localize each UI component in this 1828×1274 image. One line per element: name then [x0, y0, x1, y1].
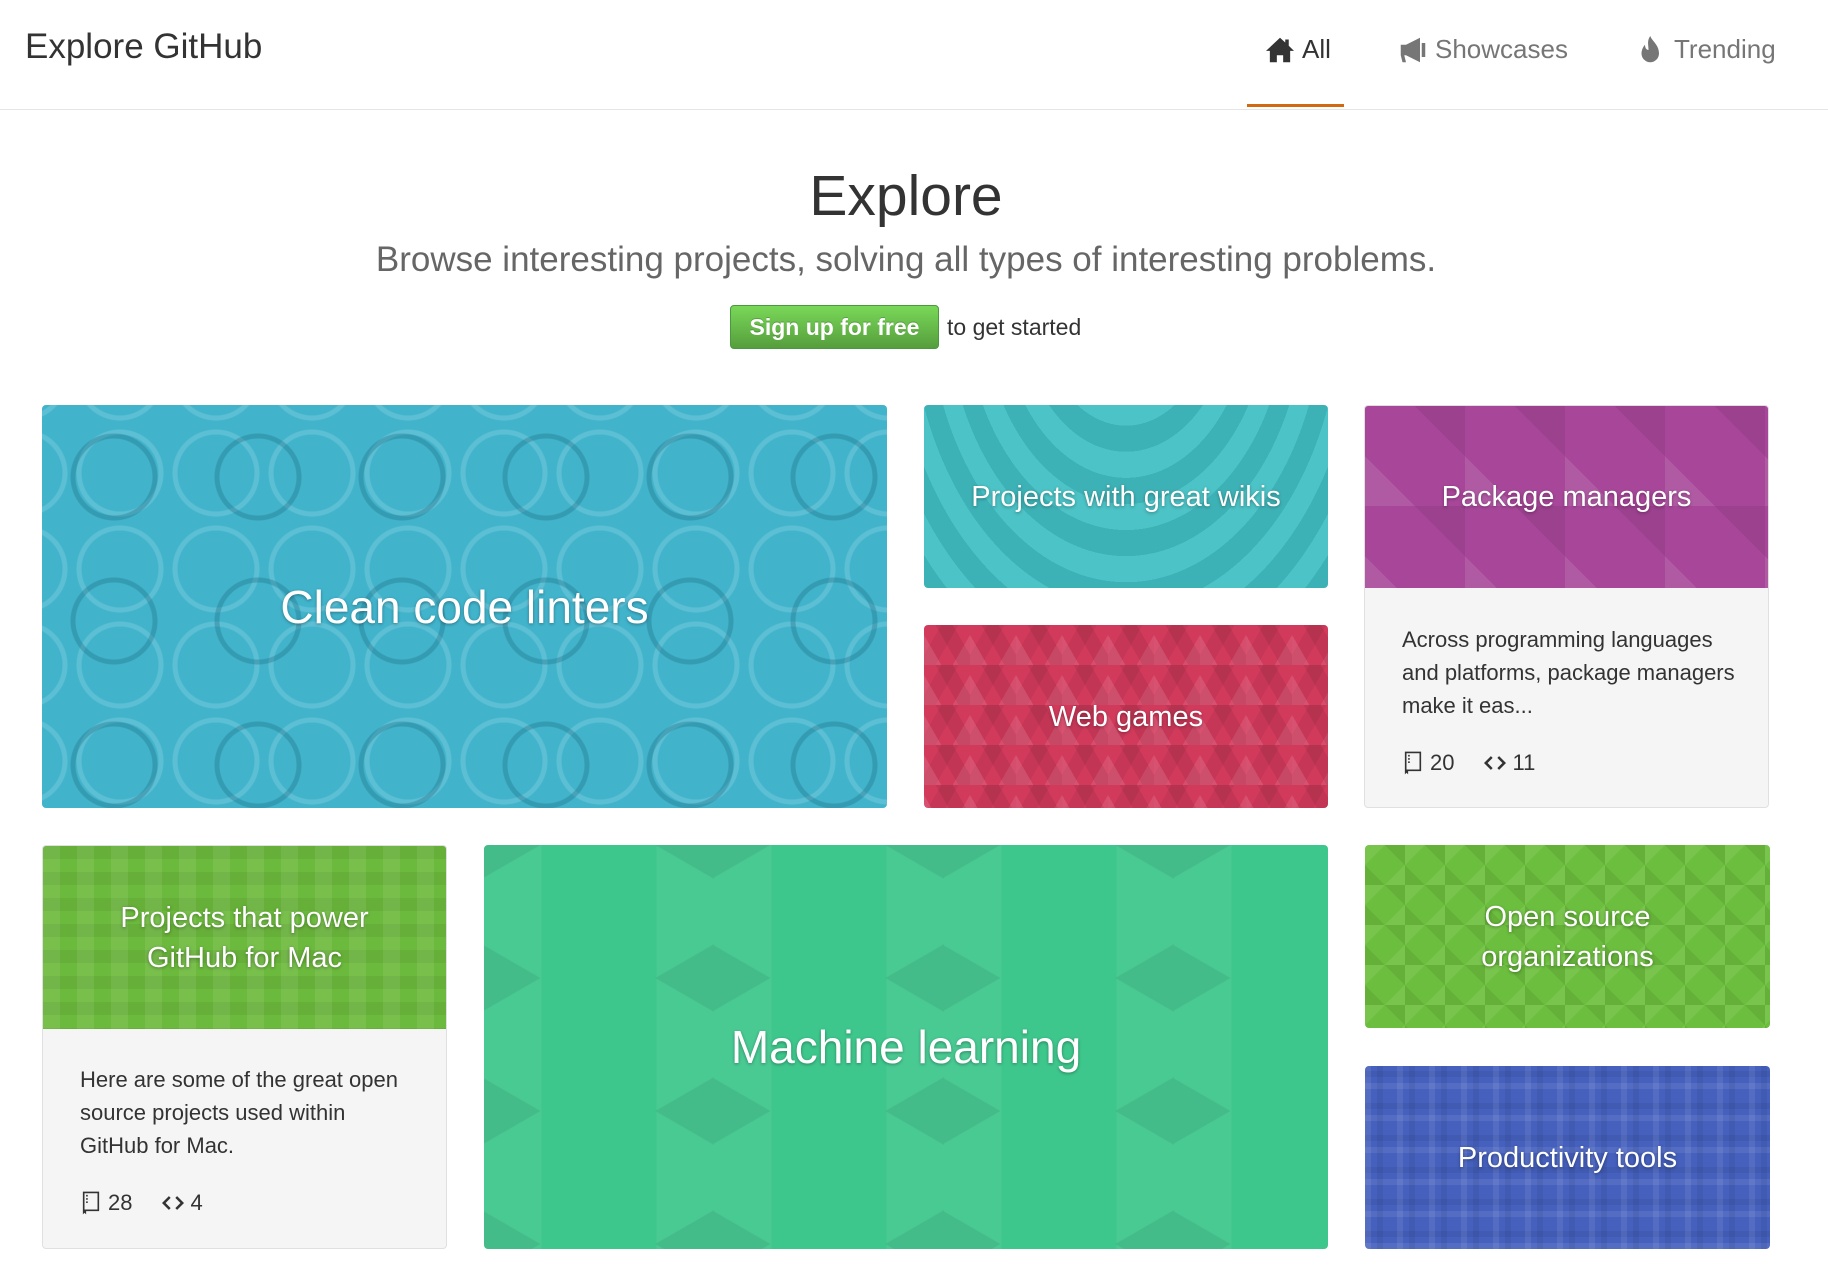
repo-book-icon — [82, 1191, 100, 1215]
card-title: Productivity tools — [1457, 1141, 1678, 1174]
card-title: Clean code linters — [280, 580, 649, 633]
card-projects-with-great-wikis[interactable]: Projects with great wikis — [924, 405, 1328, 588]
card-title: Web games — [1048, 700, 1204, 733]
card-title: Machine learning — [730, 1021, 1082, 1073]
card-description: Across programming languages and platfor… — [1402, 627, 1735, 718]
code-icon — [162, 1196, 185, 1210]
page-subtitle: Browse interesting projects, solving all… — [375, 240, 1437, 279]
flame-icon — [1641, 35, 1659, 62]
card-open-source-organizations[interactable]: Open source organizations — [1365, 845, 1770, 1028]
repo-book-icon — [1404, 751, 1422, 775]
page-title: Explore — [809, 164, 1003, 228]
active-tab-indicator — [1247, 104, 1344, 107]
signup-button[interactable]: Sign up for free — [730, 305, 939, 349]
card-clean-code-linters[interactable]: Clean code linters — [42, 405, 887, 808]
tab-showcases[interactable]: Showcases — [1399, 34, 1568, 65]
tab-trending-label: Trending — [1674, 34, 1776, 64]
megaphone-icon — [1400, 37, 1426, 62]
card-title: Projects with great wikis — [971, 480, 1281, 513]
language-count: 4 — [190, 1190, 203, 1215]
repo-count: 20 — [1430, 750, 1455, 775]
tab-all[interactable]: All — [1266, 34, 1331, 65]
card-description: Here are some of the great open source p… — [80, 1067, 398, 1158]
tab-showcases-label: Showcases — [1435, 34, 1568, 64]
signup-suffix: to get started — [947, 313, 1082, 340]
signup-cta: Sign up for free to get started — [730, 305, 1081, 349]
page-brand-title[interactable]: Explore GitHub — [25, 27, 263, 66]
repo-count: 28 — [108, 1190, 133, 1215]
card-title: Projects that power GitHub for Mac — [120, 901, 369, 974]
card-package-managers[interactable]: Package managers Across programming lang… — [1364, 405, 1769, 808]
card-web-games[interactable]: Web games — [924, 625, 1328, 808]
tab-all-label: All — [1302, 34, 1331, 64]
header: Explore GitHub All Showcases Trending — [0, 0, 1828, 110]
language-count: 11 — [1512, 750, 1536, 775]
card-github-for-mac[interactable]: Projects that power GitHub for Mac Here … — [42, 845, 447, 1249]
card-productivity-tools[interactable]: Productivity tools — [1365, 1066, 1770, 1249]
card-title: Package managers — [1441, 481, 1692, 513]
card-title: Open source organizations — [1481, 900, 1654, 973]
card-machine-learning[interactable]: Machine learning — [484, 845, 1328, 1249]
home-icon — [1266, 37, 1294, 62]
code-icon — [1484, 756, 1507, 770]
tab-trending[interactable]: Trending — [1638, 34, 1776, 65]
